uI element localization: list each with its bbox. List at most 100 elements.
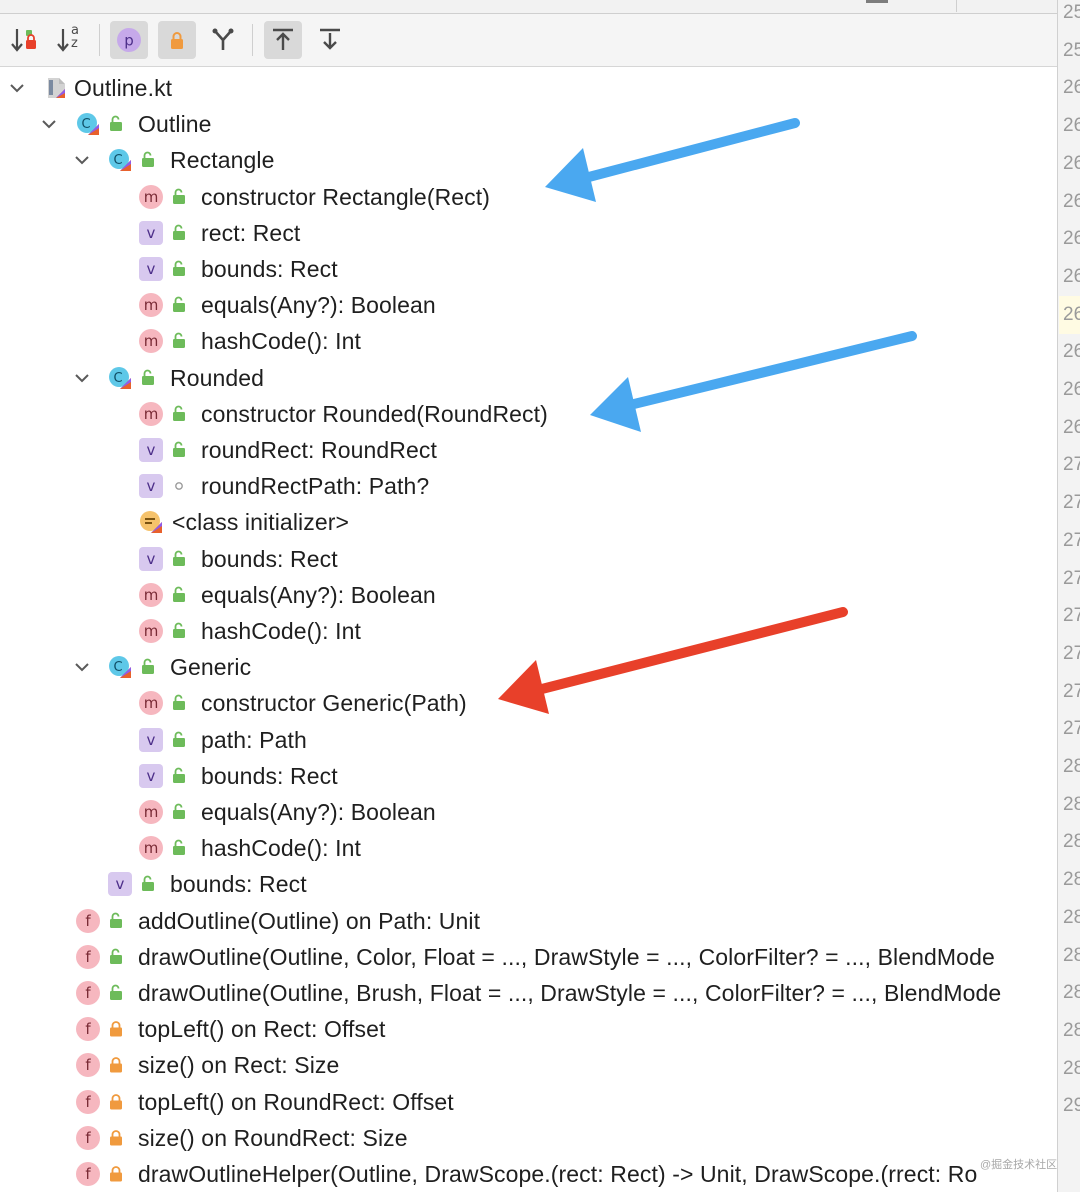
public-visibility-icon bbox=[170, 803, 188, 821]
window-minimize-mark[interactable] bbox=[866, 0, 888, 3]
method-icon: m bbox=[139, 836, 163, 861]
badge-letter: v bbox=[139, 257, 163, 281]
badge-letter: m bbox=[139, 401, 163, 426]
function-icon: f bbox=[76, 1089, 100, 1114]
line-number: 28 bbox=[1063, 756, 1080, 777]
variable-icon: v bbox=[139, 438, 163, 462]
class-initializer-icon bbox=[139, 510, 163, 534]
property-icon: p bbox=[117, 28, 141, 52]
sort-by-visibility-button[interactable] bbox=[5, 21, 43, 59]
chevron-down-icon[interactable] bbox=[8, 79, 26, 97]
kotlin-file-icon bbox=[45, 76, 69, 100]
line-number: 28 bbox=[1063, 1019, 1080, 1041]
badge-letter: m bbox=[139, 293, 163, 318]
line-number: 26 bbox=[1063, 228, 1080, 250]
badge-letter: m bbox=[139, 619, 163, 643]
merge-icon bbox=[212, 28, 234, 50]
line-number: 25 bbox=[1063, 39, 1080, 61]
function-icon: f bbox=[76, 908, 100, 933]
line-number: 27 bbox=[1063, 605, 1080, 627]
function-icon: f bbox=[76, 944, 100, 969]
chevron-down-icon[interactable] bbox=[73, 151, 91, 169]
expand-all-button[interactable] bbox=[264, 21, 302, 59]
function-icon: f bbox=[76, 1053, 100, 1078]
tree-row-label: hashCode(): Int bbox=[201, 618, 362, 644]
chevron-down-icon[interactable] bbox=[40, 115, 58, 133]
watermark-text: @掘金技术社区 bbox=[980, 1159, 1058, 1171]
sort-visibility-icon bbox=[11, 29, 36, 52]
line-number: 27 bbox=[1063, 529, 1080, 551]
toolbar-separator bbox=[99, 24, 100, 56]
show-inherited-button[interactable] bbox=[204, 21, 242, 59]
method-icon: m bbox=[139, 401, 163, 426]
line-number: 29 bbox=[1063, 1095, 1080, 1117]
public-visibility-icon bbox=[107, 948, 125, 966]
collapse-all-button[interactable] bbox=[311, 21, 349, 59]
public-visibility-icon bbox=[170, 224, 188, 242]
collapse-all-icon bbox=[320, 28, 340, 50]
tree-row-label: Outline bbox=[138, 111, 212, 138]
badge-letter: f bbox=[76, 1053, 100, 1078]
tree-row-label: size() on RoundRect: Size bbox=[138, 1124, 408, 1151]
toolbar-separator bbox=[252, 24, 253, 56]
show-non-public-button[interactable] bbox=[158, 21, 196, 59]
badge-letter: v bbox=[139, 438, 163, 462]
line-number: 26 bbox=[1063, 115, 1080, 137]
line-number: 26 bbox=[1063, 416, 1080, 438]
tree-row-label: equals(Any?): Boolean bbox=[201, 799, 436, 825]
public-visibility-icon bbox=[107, 115, 125, 133]
line-number: 28 bbox=[1063, 1057, 1080, 1079]
tree-row[interactable]: Outline.kt bbox=[0, 70, 1057, 106]
expand-all-icon bbox=[273, 28, 293, 50]
public-visibility-icon bbox=[170, 332, 188, 350]
sort-alphabetically-button[interactable]: a z bbox=[51, 21, 89, 59]
badge-letter: f bbox=[76, 1017, 100, 1042]
tree-row-label: bounds: Rect bbox=[201, 762, 338, 789]
tree-row[interactable]: m equals(Any?): Boolean bbox=[0, 794, 1057, 830]
line-number: 28 bbox=[1063, 831, 1080, 853]
chevron-down-icon[interactable] bbox=[73, 369, 91, 387]
variable-icon: v bbox=[139, 546, 163, 571]
variable-icon: v bbox=[139, 220, 163, 245]
public-visibility-icon bbox=[170, 839, 188, 857]
private-visibility-icon bbox=[107, 1093, 125, 1111]
chevron-down-icon[interactable] bbox=[73, 658, 91, 676]
show-properties-button[interactable]: p bbox=[110, 21, 148, 59]
badge-letter: v bbox=[139, 220, 163, 245]
tree-row[interactable]: m hashCode(): Int bbox=[0, 613, 1057, 649]
line-number: 28 bbox=[1063, 793, 1080, 815]
tree-row[interactable]: <class initializer> bbox=[0, 504, 1057, 540]
badge-letter: m bbox=[139, 800, 163, 824]
badge-letter: f bbox=[76, 981, 100, 1005]
variable-icon: v bbox=[139, 474, 163, 499]
